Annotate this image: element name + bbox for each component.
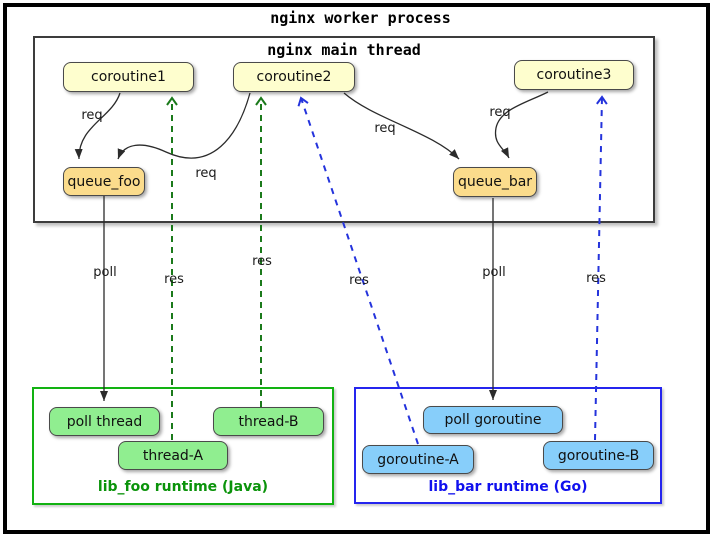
coroutine3-node: coroutine3 — [514, 60, 634, 90]
goroutine-b-label: goroutine-B — [557, 447, 640, 464]
goroutine-a-label: goroutine-A — [377, 451, 459, 468]
poll-thread-node: poll thread — [49, 407, 160, 436]
poll-goroutine-node: poll goroutine — [423, 406, 563, 434]
edge-label-res-ga-c2: res — [349, 273, 369, 288]
edge-label-poll-qfoo: poll — [93, 265, 117, 280]
poll-goroutine-label: poll goroutine — [444, 412, 542, 428]
coroutine2-node: coroutine2 — [233, 62, 355, 92]
thread-a-node: thread-A — [118, 441, 228, 470]
coroutine2-label: coroutine2 — [256, 69, 332, 85]
edge-label-res-ta-c1: res — [164, 272, 184, 287]
thread-b-node: thread-B — [213, 407, 324, 436]
queue-bar-node: queue_bar — [453, 167, 537, 197]
lib-bar-runtime-label: lib_bar runtime (Go) — [428, 479, 588, 495]
lib-bar-runtime-box — [354, 387, 662, 504]
queue-foo-label: queue_foo — [67, 173, 141, 190]
lib-foo-runtime-label: lib_foo runtime (Java) — [97, 479, 269, 495]
queue-bar-label: queue_bar — [457, 174, 533, 190]
diagram-title: nginx worker process — [270, 9, 451, 27]
thread-a-label: thread-A — [142, 447, 204, 464]
coroutine3-label: coroutine3 — [536, 67, 612, 83]
coroutine1-node: coroutine1 — [63, 62, 194, 92]
goroutine-b-node: goroutine-B — [543, 441, 654, 470]
edge-label-res-tb-c2: res — [252, 254, 272, 269]
lib-foo-runtime-box — [32, 387, 334, 505]
coroutine1-label: coroutine1 — [91, 69, 166, 85]
edge-label-req-c1-qfoo: req — [81, 108, 103, 123]
goroutine-a-node: goroutine-A — [362, 445, 474, 474]
edge-label-req-c2-qbar: req — [374, 121, 396, 136]
edge-label-req-c2-qfoo: req — [195, 166, 217, 181]
poll-thread-label: poll thread — [66, 413, 143, 430]
outer-frame — [3, 3, 710, 534]
thread-b-label: thread-B — [238, 413, 299, 430]
edge-label-res-gb-c3: res — [586, 271, 606, 286]
edge-label-poll-qbar: poll — [482, 265, 506, 280]
queue-foo-node: queue_foo — [63, 167, 145, 196]
edge-label-req-c3-qbar: req — [489, 105, 511, 120]
nginx-main-thread-title: nginx main thread — [267, 41, 421, 59]
